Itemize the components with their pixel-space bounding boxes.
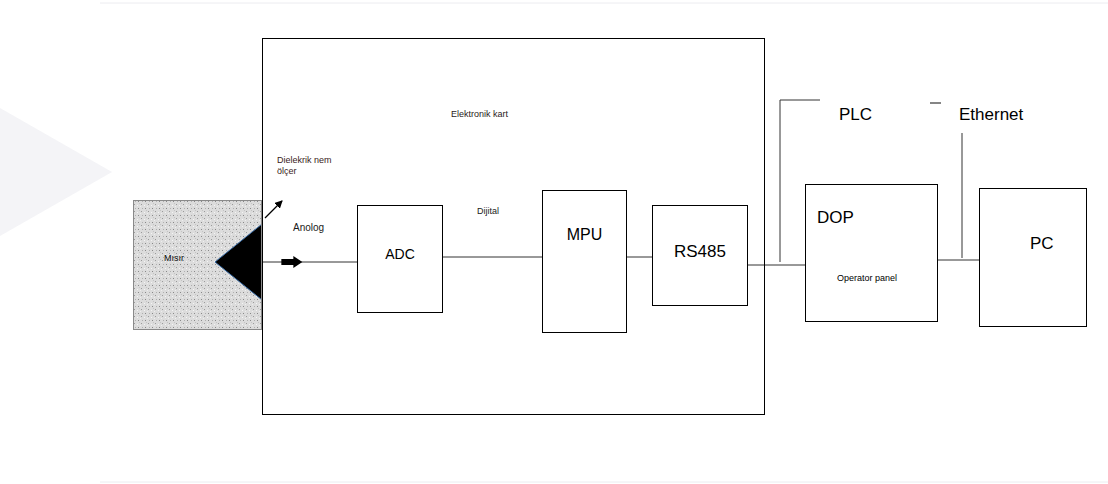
- signal-line: [443, 257, 542, 258]
- node-title: RS485: [674, 242, 726, 262]
- signal-line: [262, 256, 357, 268]
- line: [627, 257, 652, 258]
- bus-label: Ethernet: [958, 104, 1024, 125]
- line: [443, 257, 542, 258]
- line: [938, 260, 979, 261]
- bus-dash: [930, 102, 941, 103]
- node-subtitle: Operator panel: [837, 273, 897, 284]
- process-box: MPU: [542, 190, 627, 333]
- arrow-head: [281, 256, 302, 268]
- bus-label: PLC: [838, 104, 873, 125]
- plc-bracket: [780, 100, 820, 262]
- board-frame: Elektronik kartADC MPU RS485: [262, 38, 765, 415]
- node-title: MPU: [567, 225, 603, 244]
- panel-box: DOP Operator panel: [805, 184, 938, 322]
- page-rule: [100, 3, 1108, 4]
- sensor-label: Dielekrik nem ölçer: [276, 155, 352, 178]
- signal-line: [938, 260, 979, 261]
- edge-label: Dijital: [476, 206, 500, 217]
- node-title: DOP: [817, 208, 854, 228]
- computer-box: PC: [979, 188, 1087, 327]
- node-title: ADC: [385, 246, 415, 263]
- process-box: ADC: [357, 205, 443, 313]
- sample-box: Mısır: [133, 200, 262, 330]
- node-title: Mısır: [164, 253, 184, 264]
- node-title: Elektronik kart: [451, 109, 508, 120]
- watermark-shape: [0, 108, 112, 236]
- page-rule: [100, 482, 1108, 483]
- edge-label: Anolog: [292, 222, 325, 235]
- signal-line: [627, 257, 652, 258]
- process-box: RS485: [652, 205, 748, 306]
- ethernet-tap: [962, 133, 963, 258]
- node-title: PC: [1030, 234, 1054, 254]
- sensor-pointer: [265, 201, 282, 218]
- sensor-probe: [215, 224, 262, 300]
- line: [262, 262, 357, 263]
- line: [748, 265, 805, 266]
- corn-texture: [133, 200, 262, 330]
- signal-line: [748, 265, 805, 266]
